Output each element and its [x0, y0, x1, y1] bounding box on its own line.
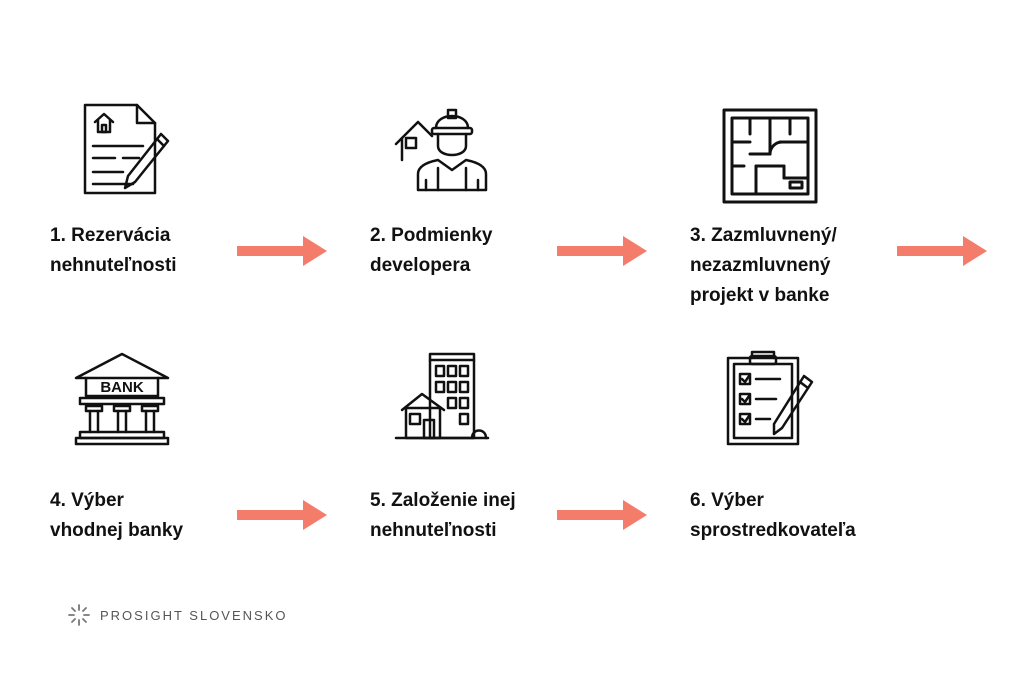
checklist-clipboard-icon	[718, 348, 818, 448]
step-2-label: 2. Podmienky developera	[370, 225, 493, 276]
brand-logo: PROSIGHT SLOVENSKO	[68, 604, 288, 626]
svg-text:BANK: BANK	[100, 379, 143, 396]
arrow-1-to-2	[237, 236, 327, 266]
brand-name-main: PROSIGHT	[100, 607, 184, 623]
brand-name: PROSIGHT SLOVENSKO	[100, 608, 288, 623]
floor-plan-icon	[720, 106, 820, 206]
buildings-icon	[392, 348, 492, 448]
arrow-5-to-6	[557, 500, 647, 530]
brand-name-suffix: SLOVENSKO	[189, 607, 288, 623]
arrow-2-to-3	[557, 236, 647, 266]
step-3-label: 3. Zazmluvnený/ nezazmluvnený projekt v …	[690, 225, 837, 306]
developer-worker-icon	[392, 98, 492, 198]
step-5-label: 5. Založenie inej nehnuteľnosti	[370, 490, 516, 541]
prosight-mark-icon	[68, 604, 90, 626]
arrow-4-to-5	[237, 500, 327, 530]
step-1-label: 1. Rezervácia nehnuteľnosti	[50, 225, 177, 276]
document-house-pen-icon	[75, 100, 175, 200]
step-6-label: 6. Výber sprostredkovateľa	[690, 490, 856, 541]
bank-icon: BANK	[72, 348, 172, 448]
arrow-3-to-next	[897, 236, 987, 266]
step-4-label: 4. Výber vhodnej banky	[50, 490, 184, 541]
